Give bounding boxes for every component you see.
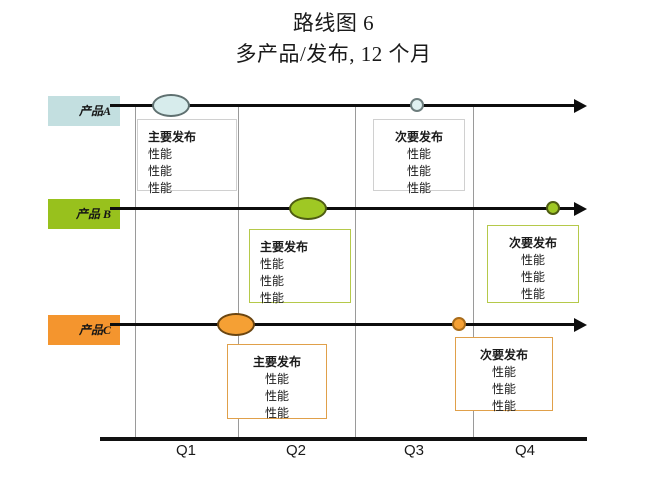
- release-feature: 性能: [264, 389, 289, 403]
- product-label-c-text: 产品C: [78, 323, 111, 337]
- release-feature: 性能: [264, 406, 289, 420]
- timeline-axis-product-c: [110, 323, 575, 326]
- release-box-product-c-major[interactable]: 主要发布 性能 性能 性能: [227, 344, 327, 420]
- release-feature: 性能: [406, 164, 431, 178]
- release-feature: 性能: [406, 147, 431, 161]
- gridline-q4-start: [473, 104, 474, 437]
- quarter-label-q4: Q4: [514, 442, 535, 459]
- release-feature: 性能: [148, 164, 173, 178]
- release-feature: 性能: [260, 257, 285, 271]
- timeline-axis-product-b: [110, 207, 575, 210]
- release-feature: 性能: [520, 270, 545, 284]
- timeline-arrow-product-c: [574, 318, 587, 332]
- release-box-product-a-minor[interactable]: 次要发布 性能 性能 性能: [373, 119, 465, 195]
- timeline-arrow-product-b: [574, 202, 587, 216]
- milestone-minor-product-b-q4[interactable]: [546, 201, 560, 215]
- release-box-title: 主要发布: [148, 130, 197, 144]
- release-box-title: 次要发布: [479, 348, 528, 362]
- timeline-bottom-axis: [100, 437, 587, 441]
- release-feature: 性能: [520, 287, 545, 301]
- milestone-minor-product-a-q3[interactable]: [410, 98, 424, 112]
- release-box-product-b-major[interactable]: 主要发布 性能 性能 性能: [249, 229, 351, 305]
- release-feature: 性能: [491, 382, 516, 396]
- milestone-major-product-c-q2[interactable]: [217, 313, 255, 336]
- product-label-b-text: 产品 B: [75, 207, 111, 221]
- release-box-product-c-minor[interactable]: 次要发布 性能 性能 性能: [455, 337, 553, 413]
- product-label-a-text: 产品A: [78, 104, 111, 118]
- release-feature: 性能: [260, 291, 285, 305]
- release-feature: 性能: [264, 372, 289, 386]
- release-box-title: 次要发布: [394, 130, 443, 144]
- product-label-a: 产品A: [48, 96, 120, 126]
- quarter-label-q1: Q1: [175, 442, 196, 459]
- gridline-q1-start: [135, 104, 136, 437]
- release-feature: 性能: [520, 253, 545, 267]
- release-box-product-b-minor[interactable]: 次要发布 性能 性能 性能: [487, 225, 579, 303]
- gridline-q3-start: [355, 104, 356, 437]
- release-feature: 性能: [491, 399, 516, 413]
- release-box-title: 次要发布: [508, 236, 557, 250]
- gridline-q2-start: [238, 104, 239, 437]
- release-box-product-a-major[interactable]: 主要发布 性能 性能 性能: [137, 119, 237, 195]
- release-box-title: 主要发布: [260, 240, 309, 254]
- product-label-b: 产品 B: [48, 199, 120, 229]
- release-feature: 性能: [148, 147, 173, 161]
- release-feature: 性能: [260, 274, 285, 288]
- milestone-major-product-b-q2[interactable]: [289, 197, 327, 220]
- milestone-major-product-a-q1[interactable]: [152, 94, 190, 117]
- product-label-c: 产品C: [48, 315, 120, 345]
- page-title: 路线图 6: [292, 11, 375, 35]
- page-subtitle: 多产品/发布, 12 个月: [235, 42, 432, 66]
- release-feature: 性能: [491, 365, 516, 379]
- chart-title-block: 路线图 6 多产品/发布, 12 个月: [0, 8, 667, 70]
- release-feature: 性能: [148, 181, 173, 195]
- timeline-axis-product-a: [110, 104, 575, 107]
- timeline-arrow-product-a: [574, 99, 587, 113]
- release-box-title: 主要发布: [252, 355, 301, 369]
- milestone-minor-product-c-q4[interactable]: [452, 317, 466, 331]
- release-feature: 性能: [406, 181, 431, 195]
- quarter-label-q2: Q2: [285, 442, 306, 459]
- quarter-label-q3: Q3: [403, 442, 424, 459]
